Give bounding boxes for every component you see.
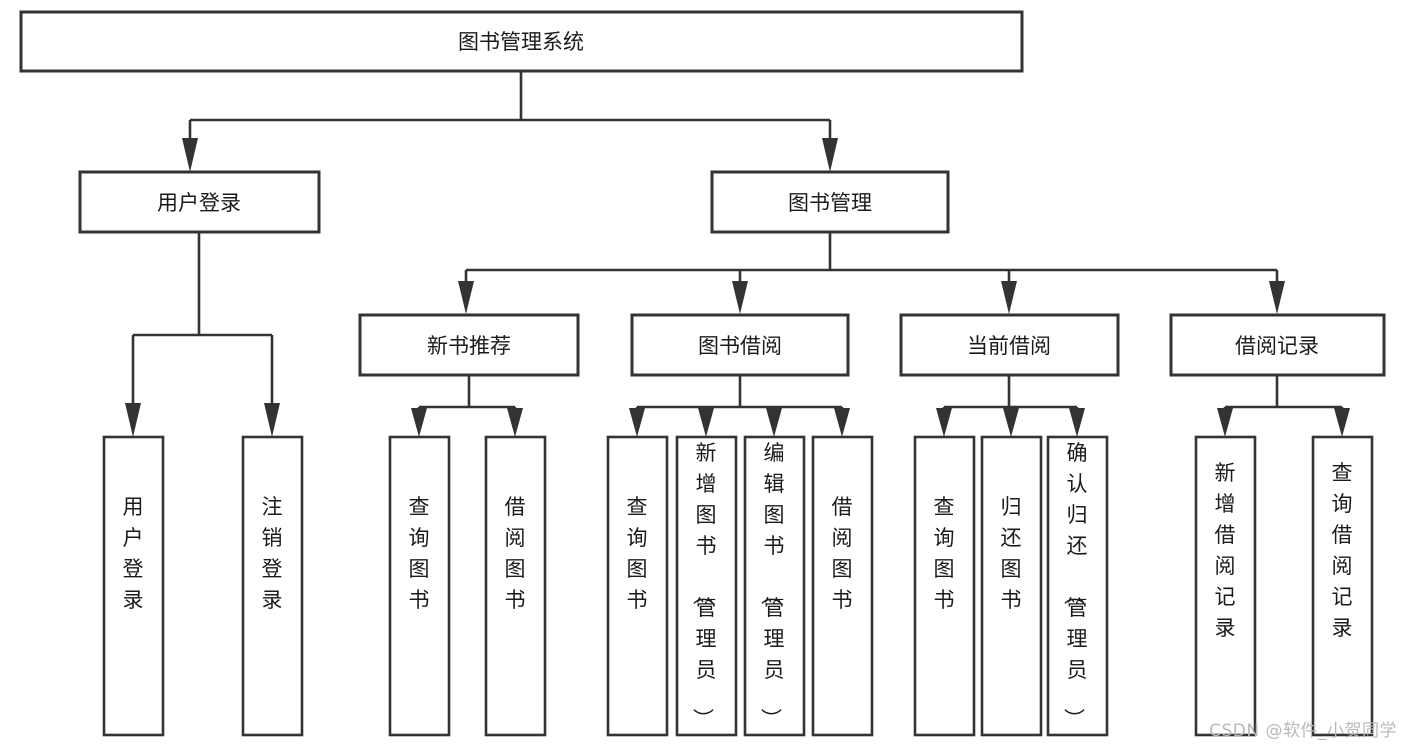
- leaf-box[interactable]: [102, 435, 165, 737]
- arrow-head-icon: [1069, 408, 1085, 437]
- node-borrow-record-box[interactable]: [1169, 313, 1386, 377]
- node-leaf-query-book-3[interactable]: 查询图书: [913, 435, 976, 737]
- node-book-management[interactable]: 图书管理: [710, 170, 950, 234]
- arrow-head-icon: [1217, 408, 1233, 437]
- arrow-head-icon: [182, 138, 198, 172]
- leaf-box[interactable]: [241, 435, 304, 737]
- leaf-label: 确认归还（管理员）: [1062, 441, 1088, 729]
- arrow-head-icon: [698, 408, 714, 437]
- leaf-label: 借阅图书: [505, 495, 526, 612]
- node-leaf-add-book[interactable]: 新增图书（管理员）: [675, 435, 738, 737]
- arrow-head-icon: [458, 281, 474, 314]
- node-leaf-borrow-book-1[interactable]: 借阅图书: [484, 435, 547, 737]
- node-current-borrow-label: 当前借阅: [967, 334, 1051, 358]
- arrow-head-icon: [1001, 281, 1017, 314]
- node-book-management-label: 图书管理: [788, 191, 872, 215]
- leaf-box[interactable]: [1046, 435, 1109, 737]
- leaf-label: 查询图书: [934, 495, 955, 612]
- arrow-head-icon: [411, 408, 427, 437]
- node-leaf-return-book[interactable]: 归还图书: [980, 435, 1043, 737]
- arrow-head-icon: [1269, 281, 1285, 314]
- node-borrow-record-label: 借阅记录: [1235, 334, 1319, 358]
- arrow-head-icon: [766, 408, 782, 437]
- arrow-head-icon: [1003, 408, 1019, 437]
- connector-root-to-level1: [182, 71, 838, 172]
- leaf-box[interactable]: [675, 435, 738, 737]
- node-borrow-record[interactable]: 借阅记录: [1169, 313, 1386, 377]
- node-book-borrow[interactable]: 图书借阅: [630, 313, 850, 377]
- leaf-box[interactable]: [913, 435, 976, 737]
- node-leaf-user-login[interactable]: 用户登录: [102, 435, 165, 737]
- node-leaf-add-record[interactable]: 新增借阅记录: [1194, 435, 1257, 737]
- node-leaf-query-book-1[interactable]: 查询图书: [388, 435, 451, 737]
- leaf-label: 用户登录: [123, 495, 144, 612]
- leaf-box[interactable]: [811, 435, 874, 737]
- arrow-head-icon: [629, 408, 645, 437]
- node-root[interactable]: 图书管理系统: [19, 10, 1024, 73]
- node-user-login[interactable]: 用户登录: [78, 170, 321, 234]
- leaf-label: 查询借阅记录: [1332, 461, 1353, 640]
- node-book-borrow-box[interactable]: [630, 313, 850, 377]
- node-leaf-query-record[interactable]: 查询借阅记录: [1311, 435, 1374, 737]
- arrow-head-icon: [1334, 408, 1350, 437]
- connector-bookmgmt-to-level2: [458, 233, 1285, 314]
- node-leaf-query-book-2[interactable]: 查询图书: [606, 435, 669, 737]
- arrow-head-icon: [732, 281, 748, 314]
- node-root-box[interactable]: [19, 10, 1024, 73]
- leaf-box[interactable]: [606, 435, 669, 737]
- arrow-head-icon: [125, 403, 141, 437]
- arrow-head-icon: [822, 138, 838, 172]
- leaf-box[interactable]: [484, 435, 547, 737]
- node-current-borrow-box[interactable]: [899, 313, 1120, 377]
- leaf-box[interactable]: [743, 435, 806, 737]
- leaf-box[interactable]: [980, 435, 1043, 737]
- connector-bookborrow-to-leaves: [629, 376, 850, 437]
- arrow-head-icon: [507, 408, 523, 437]
- node-leaf-user-logout[interactable]: 注销登录: [241, 435, 304, 737]
- leaf-label: 查询图书: [627, 495, 648, 612]
- leaf-label: 查询图书: [409, 495, 430, 612]
- node-user-login-label: 用户登录: [157, 191, 241, 215]
- node-user-login-box[interactable]: [78, 170, 321, 234]
- node-new-book-recommend-label: 新书推荐: [427, 334, 511, 358]
- leaf-box[interactable]: [1311, 435, 1374, 737]
- leaf-label: 借阅图书: [832, 495, 853, 612]
- arrow-head-icon: [264, 403, 280, 437]
- node-book-borrow-label: 图书借阅: [698, 334, 782, 358]
- leaf-box[interactable]: [388, 435, 451, 737]
- node-new-book-recommend[interactable]: 新书推荐: [358, 313, 580, 377]
- node-current-borrow[interactable]: 当前借阅: [899, 313, 1120, 377]
- leaf-label: 新增图书（管理员）: [691, 441, 717, 729]
- node-leaf-edit-book[interactable]: 编辑图书（管理员）: [743, 435, 806, 737]
- node-new-book-recommend-box[interactable]: [358, 313, 580, 377]
- node-book-management-box[interactable]: [710, 170, 950, 234]
- leaf-box[interactable]: [1194, 435, 1257, 737]
- leaf-label: 新增借阅记录: [1215, 461, 1236, 640]
- leaf-label: 注销登录: [262, 495, 283, 612]
- node-leaf-borrow-book-2[interactable]: 借阅图书: [811, 435, 874, 737]
- connector-borrowrecord-to-leaves: [1217, 376, 1350, 437]
- node-leaf-confirm-return[interactable]: 确认归还（管理员）: [1046, 435, 1109, 737]
- connector-currentborrow-to-leaves: [936, 376, 1085, 437]
- connector-newbook-to-leaves: [411, 376, 523, 437]
- node-root-label: 图书管理系统: [458, 30, 584, 54]
- connector-userlogin-to-leaves: [125, 233, 280, 437]
- leaf-label: 编辑图书（管理员）: [759, 441, 785, 729]
- arrow-head-icon: [936, 408, 952, 437]
- arrow-head-icon: [834, 408, 850, 437]
- leaf-label: 归还图书: [1001, 495, 1022, 612]
